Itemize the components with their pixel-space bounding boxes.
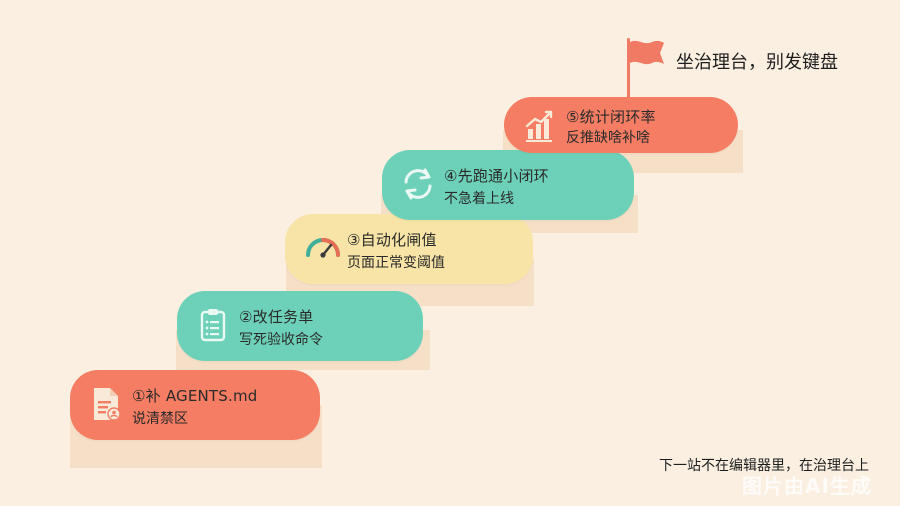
- bar-chart-icon: [525, 110, 553, 142]
- document-icon: [94, 388, 121, 421]
- step-5-title: ⑤统计闭环率: [566, 108, 656, 126]
- flag-icon: [630, 40, 664, 65]
- step-4-subtitle: 不急着上线: [444, 191, 514, 207]
- step-3-title: ③自动化闸值: [347, 231, 437, 249]
- step-1-title: ①补 AGENTS.md: [132, 387, 258, 405]
- step-4-title: ④先跑通小闭环: [444, 167, 549, 185]
- refresh-icon: [404, 168, 432, 200]
- clipboard-icon: [200, 309, 226, 342]
- step-1-card: ①补 AGENTS.md 说清禁区: [70, 370, 320, 440]
- step-2-subtitle: 写死验收命令: [239, 332, 323, 348]
- step-5-subtitle: 反推缺啥补啥: [566, 130, 650, 146]
- step-4-card: ④先跑通小闭环 不急着上线: [382, 150, 634, 220]
- step-3-subtitle: 页面正常变阈值: [347, 255, 445, 271]
- step-5-card: ⑤统计闭环率 反推缺啥补啥: [504, 97, 738, 153]
- step-2-title: ②改任务单: [239, 308, 314, 326]
- ai-watermark: 图片由AI生成: [742, 474, 872, 498]
- flag-pole: [627, 38, 630, 100]
- step-1-subtitle: 说清禁区: [132, 411, 188, 427]
- gauge-icon: [306, 238, 340, 258]
- footer-note: 下一站不在编辑器里，在治理台上: [659, 458, 869, 474]
- step-2-card: ②改任务单 写死验收命令: [177, 291, 423, 361]
- goal-text: 坐治理台，别发键盘: [676, 52, 838, 73]
- step-3-card: ③自动化闸值 页面正常变阈值: [285, 214, 533, 284]
